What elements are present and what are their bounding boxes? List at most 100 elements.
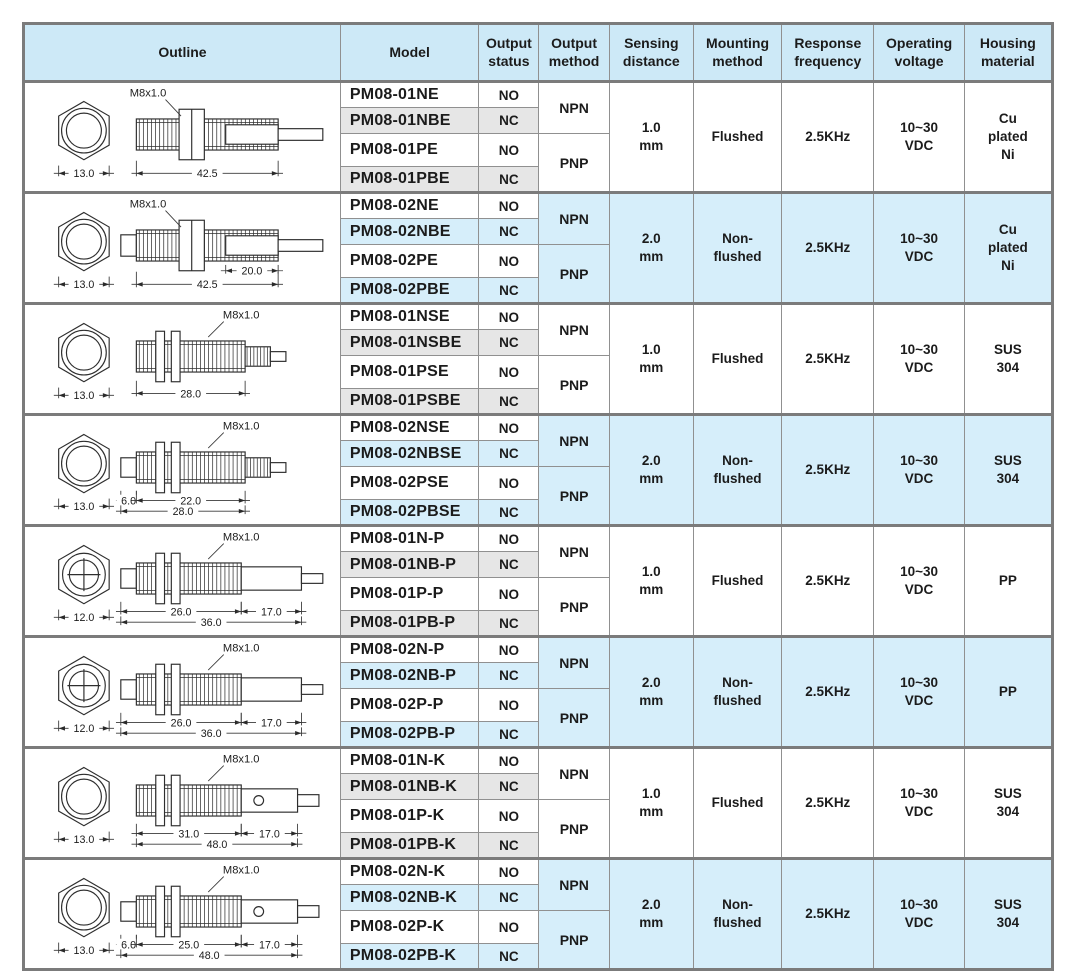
svg-text:26.0: 26.0 <box>171 717 192 729</box>
model-cell: PM08-02NE <box>339 191 480 219</box>
output-status-cell: NC <box>478 610 540 637</box>
output-status-cell: NO <box>478 355 540 389</box>
response-frequency-cell: 2.5KHz <box>781 746 875 859</box>
svg-text:13.0: 13.0 <box>74 168 95 180</box>
svg-text:26.0: 26.0 <box>171 606 192 618</box>
operating-voltage-cell: 10~30 VDC <box>873 635 965 748</box>
model-cell: PM08-01P-K <box>339 799 480 833</box>
operating-voltage-cell: 10~30 VDC <box>873 746 965 859</box>
mounting-method-cell: Flushed <box>692 302 783 415</box>
output-status-cell: NO <box>478 302 540 330</box>
output-status-cell: NO <box>478 746 540 774</box>
output-status-cell: NC <box>478 440 540 467</box>
model-cell: PM08-02PE <box>339 244 480 278</box>
model-cell: PM08-02PB-K <box>339 943 480 970</box>
model-cell: PM08-02NB-K <box>339 884 480 911</box>
svg-text:20.0: 20.0 <box>242 266 263 278</box>
svg-text:17.0: 17.0 <box>259 939 280 951</box>
model-cell: PM08-02PSE <box>339 466 480 500</box>
sensing-distance-cell: 2.0 mm <box>608 635 694 748</box>
output-status-cell: NO <box>478 577 540 611</box>
output-status-cell: NO <box>478 133 540 167</box>
output-method-cell: NPN <box>538 302 610 356</box>
svg-text:12.0: 12.0 <box>74 723 95 735</box>
output-status-cell: NC <box>478 388 540 415</box>
model-cell: PM08-02NBSE <box>339 440 480 467</box>
model-cell: PM08-01NBE <box>339 107 480 134</box>
output-method-cell: NPN <box>538 857 610 911</box>
model-cell: PM08-01PSE <box>339 355 480 389</box>
model-cell: PM08-01NB-K <box>339 773 480 800</box>
model-cell: PM08-01PB-K <box>339 832 480 859</box>
operating-voltage-cell: 10~30 VDC <box>873 302 965 415</box>
sensing-distance-cell: 1.0 mm <box>608 524 694 637</box>
mounting-method-cell: Non- flushed <box>692 413 783 526</box>
output-method-cell: PNP <box>538 577 610 637</box>
operating-voltage-cell: 10~30 VDC <box>873 524 965 637</box>
model-cell: PM08-02NB-P <box>339 662 480 689</box>
output-status-cell: NO <box>478 244 540 278</box>
housing-material-cell: SUS 304 <box>963 413 1054 526</box>
col-header-mounting-method: Mounting method <box>692 23 783 83</box>
output-status-cell: NC <box>478 884 540 911</box>
output-status-cell: NC <box>478 662 540 689</box>
output-status-cell: NO <box>478 524 540 552</box>
output-status-cell: NC <box>478 773 540 800</box>
operating-voltage-cell: 10~30 VDC <box>873 191 965 304</box>
model-cell: PM08-01NE <box>339 80 480 108</box>
model-cell: PM08-02PBE <box>339 277 480 304</box>
svg-text:6.0: 6.0 <box>122 495 137 507</box>
svg-text:13.0: 13.0 <box>74 390 95 402</box>
housing-material-cell: Cu plated Ni <box>963 191 1054 304</box>
output-method-cell: PNP <box>538 910 610 970</box>
model-cell: PM08-02PB-P <box>339 721 480 748</box>
model-cell: PM08-01NSE <box>339 302 480 330</box>
output-method-cell: PNP <box>538 688 610 748</box>
svg-text:17.0: 17.0 <box>259 828 280 840</box>
response-frequency-cell: 2.5KHz <box>781 857 875 970</box>
sensing-distance-cell: 1.0 mm <box>608 302 694 415</box>
model-cell: PM08-02NBE <box>339 218 480 245</box>
svg-text:6.0: 6.0 <box>122 939 137 951</box>
output-status-cell: NO <box>478 910 540 944</box>
output-method-cell: PNP <box>538 244 610 304</box>
output-method-cell: NPN <box>538 635 610 689</box>
output-method-cell: NPN <box>538 413 610 467</box>
output-status-cell: NC <box>478 943 540 970</box>
svg-text:28.0: 28.0 <box>173 506 194 518</box>
output-method-cell: NPN <box>538 746 610 800</box>
mounting-method-cell: Flushed <box>692 80 783 193</box>
mounting-method-cell: Non- flushed <box>692 857 783 970</box>
operating-voltage-cell: 10~30 VDC <box>873 857 965 970</box>
sensing-distance-cell: 1.0 mm <box>608 746 694 859</box>
housing-material-cell: PP <box>963 635 1054 748</box>
operating-voltage-cell: 10~30 VDC <box>873 80 965 193</box>
svg-text:M8x1.0: M8x1.0 <box>223 643 260 655</box>
output-status-cell: NC <box>478 166 540 193</box>
svg-text:42.5: 42.5 <box>197 168 218 180</box>
operating-voltage-cell: 10~30 VDC <box>873 413 965 526</box>
